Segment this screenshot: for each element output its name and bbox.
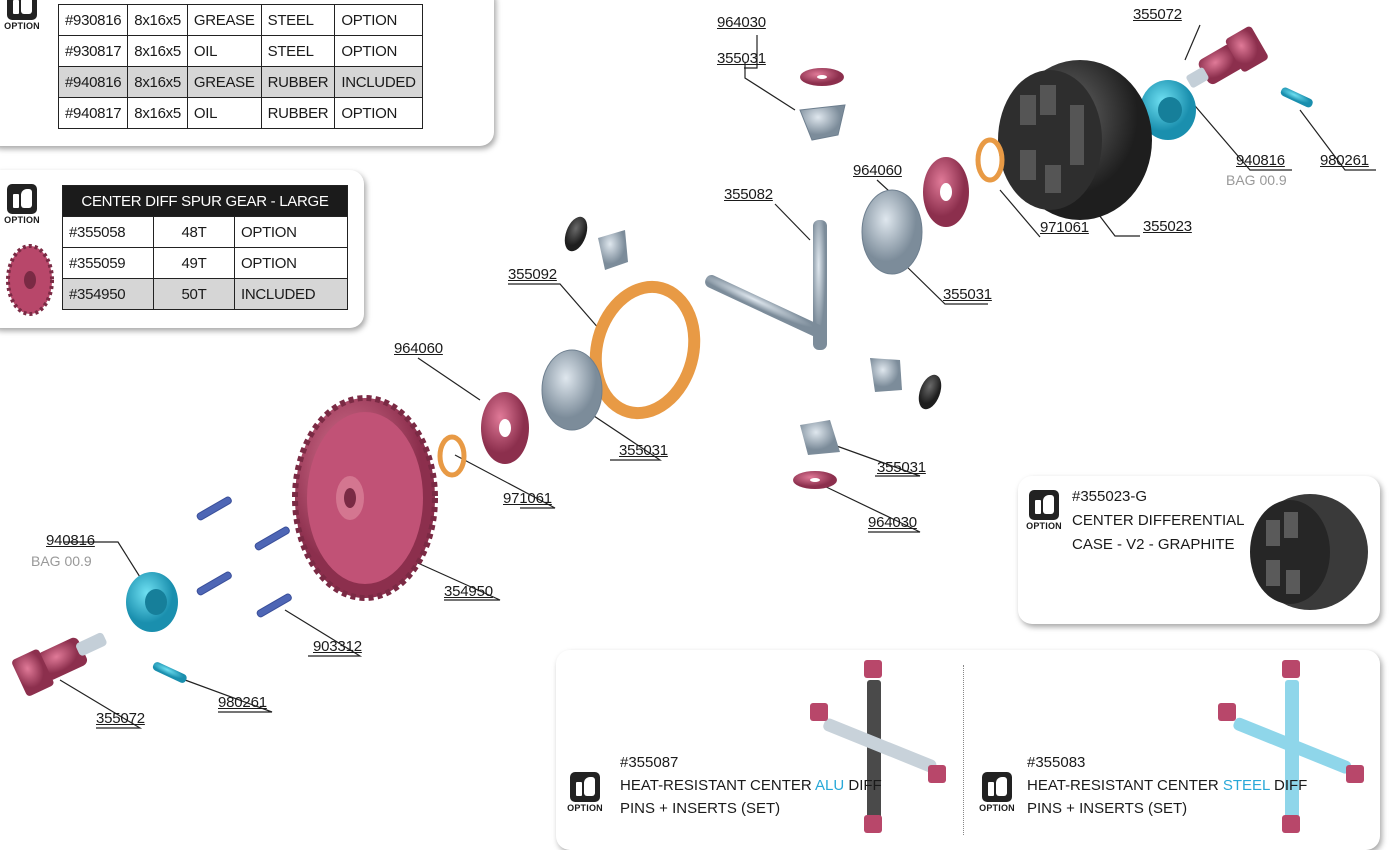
part-label: 355031 (877, 459, 926, 476)
thumbs-up-icon (982, 772, 1012, 802)
part-label: 354950 (444, 583, 493, 600)
part-label: 355082 (724, 186, 773, 203)
part-label: 355031 (943, 286, 992, 303)
pins-alu-part-number: #355087 (620, 754, 679, 771)
option-badge-label: OPTION (4, 215, 40, 225)
thumbs-up-icon (570, 772, 600, 802)
case-option-badge: OPTION (1024, 490, 1064, 531)
pins-steel-part-number: #355083 (1027, 754, 1086, 771)
part-label: 903312 (313, 638, 362, 655)
part-label: 355031 (619, 442, 668, 459)
alu-pins-inserts-icon (810, 660, 946, 833)
table-header: CENTER DIFF SPUR GEAR - LARGE (62, 185, 348, 217)
part-label: 971061 (1040, 219, 1089, 236)
part-label: 355031 (717, 50, 766, 67)
option-badge-label: OPTION (979, 803, 1015, 813)
part-label: 940816 (46, 532, 95, 549)
part-label: 964030 (717, 14, 766, 31)
steel-highlight: STEEL (1222, 777, 1270, 794)
part-label: 355023 (1143, 218, 1192, 235)
part-label: 971061 (503, 490, 552, 507)
steel-pins-inserts-icon (1218, 660, 1364, 833)
pins-alu-option-badge: OPTION (565, 772, 605, 813)
thumbs-up-icon (1029, 490, 1059, 520)
diff-case-graphite-icon (1250, 494, 1368, 610)
option-badge-label: OPTION (1026, 521, 1062, 531)
part-label: 355072 (1133, 6, 1182, 23)
part-label: 980261 (218, 694, 267, 711)
bag-label: BAG 00.9 (31, 553, 92, 569)
spur-gear-thumbnail-icon (6, 244, 54, 316)
bag-label: BAG 00.9 (1226, 172, 1287, 188)
diff-pins-option-panel (556, 650, 1380, 850)
pins-steel-line2: PINS + INSERTS (SET) (1027, 800, 1188, 817)
part-label: 964030 (868, 514, 917, 531)
part-label: 355092 (508, 266, 557, 283)
bearing-option-badge: OPTION (2, 0, 42, 31)
spur-option-badge: OPTION (2, 184, 42, 225)
part-label: 964060 (394, 340, 443, 357)
part-label: 964060 (853, 162, 902, 179)
pins-alu-line1: HEAT-RESISTANT CENTER ALU DIFF (620, 777, 882, 794)
pins-steel-line1: HEAT-RESISTANT CENTER STEEL DIFF (1027, 777, 1308, 794)
thumbs-up-icon (7, 184, 37, 214)
pins-alu-line2: PINS + INSERTS (SET) (620, 800, 781, 817)
case-option-line2: CASE - V2 - GRAPHITE (1072, 536, 1235, 553)
option-badge-label: OPTION (4, 21, 40, 31)
panel-divider (963, 665, 964, 835)
option-badge-label: OPTION (567, 803, 603, 813)
alu-highlight: ALU (815, 777, 845, 794)
part-label: 980261 (1320, 152, 1369, 169)
pins-steel-option-badge: OPTION (977, 772, 1017, 813)
case-option-part-number: #355023-G (1072, 488, 1148, 505)
case-option-line1: CENTER DIFFERENTIAL (1072, 512, 1245, 529)
part-label: 940816 (1236, 152, 1285, 169)
part-label: 355072 (96, 710, 145, 727)
thumbs-up-icon (7, 0, 37, 20)
